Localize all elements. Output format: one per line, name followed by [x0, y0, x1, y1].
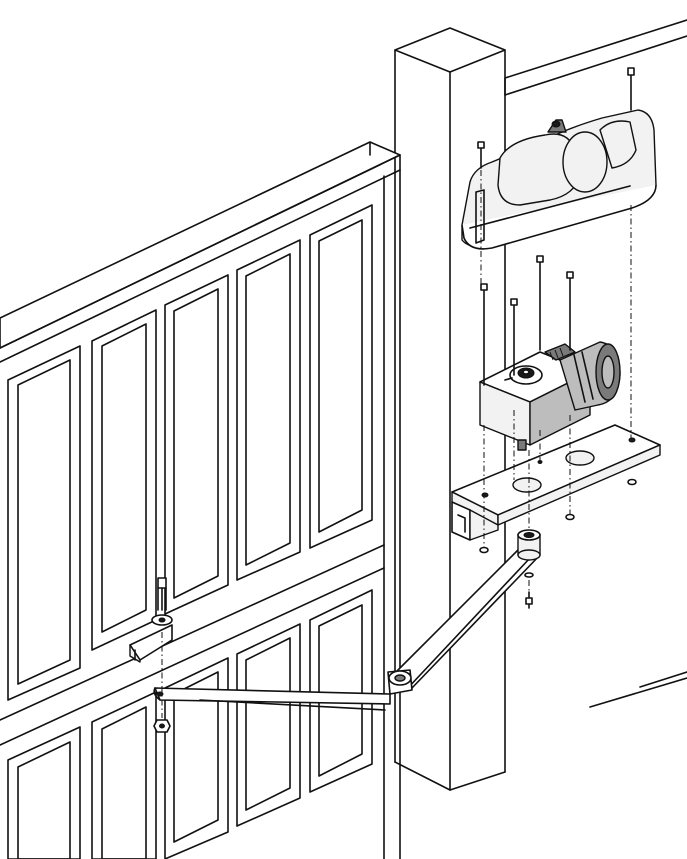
- upper-panels: [7, 204, 373, 701]
- assembly-guide-lines: [161, 170, 632, 718]
- drive-arm: [153, 529, 541, 711]
- mounting-plate: [451, 424, 661, 541]
- motor-bolts: [480, 255, 574, 386]
- cover-screws: [477, 67, 635, 169]
- operator-cover: [461, 109, 657, 250]
- gate-leaf: [0, 141, 401, 859]
- gear-motor: [479, 341, 621, 451]
- lower-panels: [7, 589, 373, 859]
